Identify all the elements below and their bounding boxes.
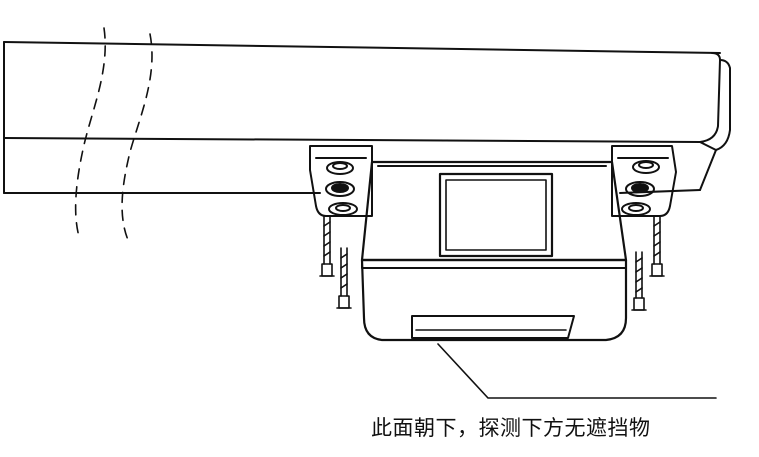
break-symbol [74, 27, 153, 241]
sensor-housing [360, 160, 628, 342]
left-bracket [309, 145, 373, 217]
mounting-beam [3, 41, 731, 194]
right-bracket [611, 145, 677, 217]
caption-text: 此面朝下，探测下方无遮挡物 [371, 416, 651, 440]
leader-line [437, 343, 717, 399]
screws [319, 215, 665, 311]
